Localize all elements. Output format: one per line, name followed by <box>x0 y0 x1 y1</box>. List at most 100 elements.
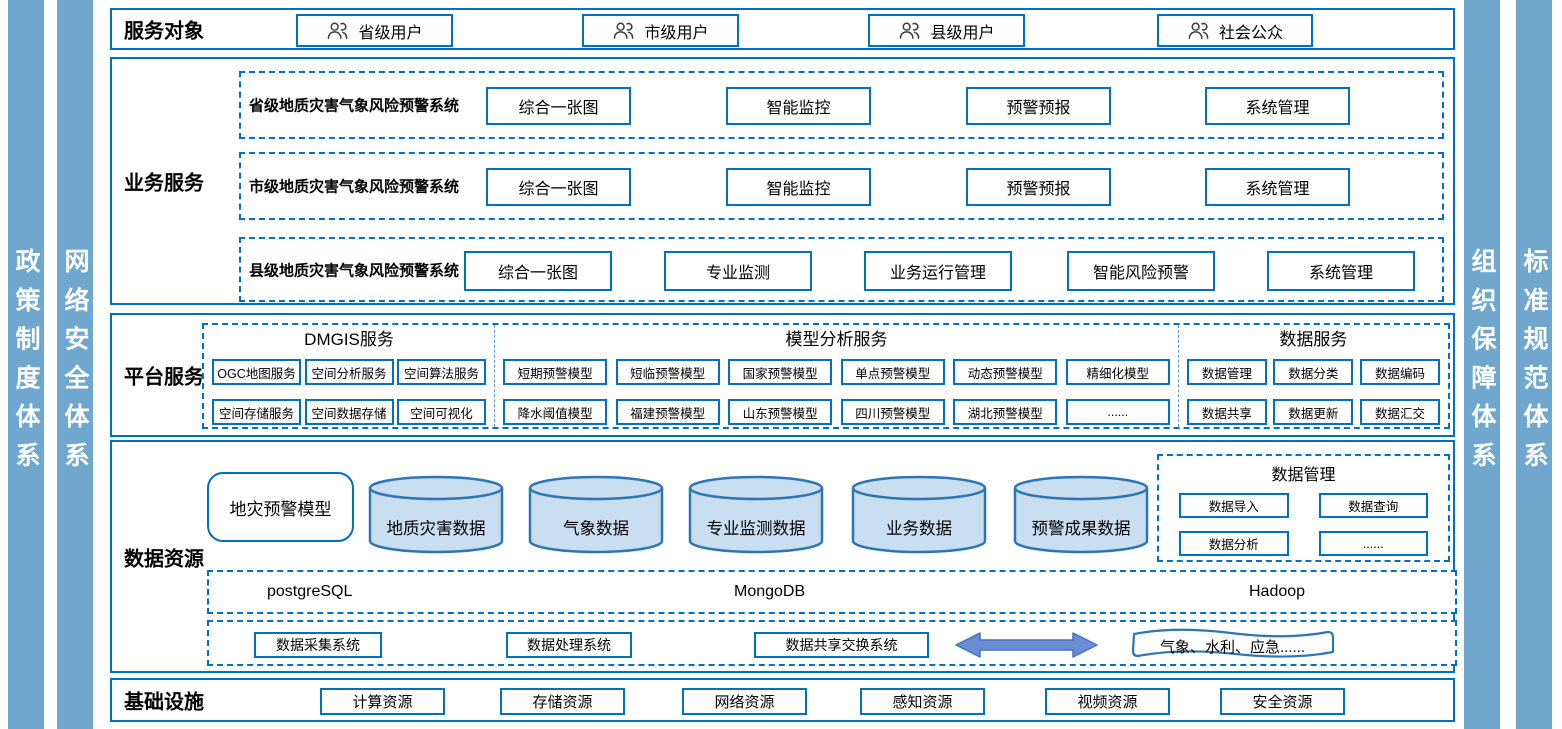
data-services-section: 数据服务 数据管理 数据分类 数据编码 数据共享 数据更新 数据汇交 <box>1179 325 1448 427</box>
cylinder-shape <box>368 475 504 554</box>
service-box: 短期预警模型 <box>503 359 608 385</box>
pillar-organization-guarantee-system: 组织保障体系 <box>1464 0 1500 729</box>
model-row-2: 降水阈值模型 福建预警模型 山东预警模型 四川预警模型 湖北预警模型 .....… <box>501 399 1172 425</box>
module-box: 智能监控 <box>726 87 871 125</box>
service-box: 空间可视化 <box>397 399 487 425</box>
service-box: 数据编码 <box>1359 359 1440 385</box>
cylinder-label: 地质灾害数据 <box>386 520 486 538</box>
dmgis-row-2: 空间存储服务 空间数据存储 空间可视化 <box>210 399 488 425</box>
exchange-system-box: 数据采集系统 <box>254 632 382 658</box>
platform-services-label: 平台服务 <box>124 366 204 389</box>
data-exchange-box: 数据采集系统 数据处理系统 数据共享交换系统 气象、水利、应急...... <box>207 620 1457 666</box>
user-box-label: 省级用户 <box>358 24 423 42</box>
service-box: 空间数据存储 <box>304 399 394 425</box>
data-management-item: ...... <box>1318 531 1428 556</box>
database-name: Hadoop <box>1249 583 1306 600</box>
module-box: 智能监控 <box>726 168 871 206</box>
provincial-system-box: 省级地质灾害气象风险预警系统 综合一张图 智能监控 预警预报 系统管理 <box>239 71 1444 139</box>
cylinder-label: 预警成果数据 <box>1031 520 1131 538</box>
database-cylinder: 业务数据 <box>850 475 988 555</box>
county-system-box: 县级地质灾害气象风险预警系统 综合一张图 专业监测 业务运行管理 智能风险预警 … <box>239 237 1444 302</box>
service-box: 数据管理 <box>1186 359 1267 385</box>
service-box: 四川预警模型 <box>840 399 945 425</box>
county-system-title: 县级地质灾害气象风险预警系统 <box>249 262 460 279</box>
cylinder-label: 气象数据 <box>563 520 629 538</box>
platform-services-panel: DMGIS服务 OGC地图服务 空间分析服务 空间算法服务 空间存储服务 空间数… <box>202 323 1450 429</box>
service-box: 山东预警模型 <box>728 399 833 425</box>
user-box-label: 市级用户 <box>644 24 709 42</box>
users-icon <box>614 22 634 39</box>
module-box: 系统管理 <box>1205 87 1350 125</box>
service-objects-label: 服务对象 <box>124 20 204 43</box>
service-box: 降水阈值模型 <box>503 399 608 425</box>
module-box: 综合一张图 <box>464 251 612 291</box>
business-services-row: 业务服务 省级地质灾害气象风险预警系统 综合一张图 智能监控 预警预报 系统管理… <box>110 57 1455 305</box>
module-box: 业务运行管理 <box>864 251 1012 291</box>
module-box: 智能风险预警 <box>1067 251 1215 291</box>
service-box: 空间算法服务 <box>397 359 487 385</box>
service-box: 数据更新 <box>1273 399 1354 425</box>
data-services-row-1: 数据管理 数据分类 数据编码 <box>1185 359 1442 385</box>
service-box: 单点预警模型 <box>840 359 945 385</box>
resource-box: 视频资源 <box>1045 688 1170 715</box>
service-box: 空间存储服务 <box>212 399 301 425</box>
database-cylinder: 地质灾害数据 <box>367 475 505 555</box>
service-box: 湖北预警模型 <box>953 399 1058 425</box>
database-cylinder: 专业监测数据 <box>687 475 825 555</box>
data-resources-row: 数据资源 地灾预警模型 地质灾害数据 气象数据 专业监测数据 <box>110 440 1457 673</box>
module-box: 综合一张图 <box>486 168 631 206</box>
model-analysis-section-title: 模型分析服务 <box>785 330 888 349</box>
users-icon <box>1188 22 1209 39</box>
service-box: 国家预警模型 <box>728 359 833 385</box>
model-row-1: 短期预警模型 短临预警模型 国家预警模型 单点预警模型 动态预警模型 精细化模型 <box>501 359 1172 385</box>
resource-box: 计算资源 <box>320 688 445 715</box>
pillar-policy-system: 政策制度体系 <box>8 0 44 729</box>
data-services-row-2: 数据共享 数据更新 数据汇交 <box>1185 399 1442 425</box>
database-cylinder: 预警成果数据 <box>1012 475 1150 555</box>
external-partners-label: 气象、水利、应急...... <box>1159 639 1305 656</box>
model-analysis-section: 模型分析服务 短期预警模型 短临预警模型 国家预警模型 单点预警模型 动态预警模… <box>495 325 1179 427</box>
database-layer-box: postgreSQL MongoDB Hadoop <box>207 570 1457 614</box>
data-services-section-title: 数据服务 <box>1279 330 1348 349</box>
resource-box: 安全资源 <box>1220 688 1345 715</box>
users-icon <box>900 22 920 39</box>
double-arrow-icon <box>954 630 1099 660</box>
user-box-city: 市级用户 <box>582 14 739 47</box>
exchange-system-box: 数据处理系统 <box>506 632 632 658</box>
cylinder-shape <box>1013 475 1149 554</box>
resource-box: 网络资源 <box>682 688 807 715</box>
service-box: 数据分类 <box>1273 359 1354 385</box>
data-management-item: 数据导入 <box>1179 493 1289 518</box>
data-management-item: 数据查询 <box>1318 493 1428 518</box>
service-box: 空间分析服务 <box>304 359 394 385</box>
service-box: 动态预警模型 <box>953 359 1058 385</box>
resource-box: 存储资源 <box>500 688 625 715</box>
provincial-system-title: 省级地质灾害气象风险预警系统 <box>249 97 460 115</box>
business-services-label: 业务服务 <box>124 172 204 195</box>
cylinder-shape <box>528 475 664 554</box>
resource-box: 感知资源 <box>860 688 985 715</box>
users-icon <box>328 22 348 39</box>
module-box: 综合一张图 <box>486 87 631 125</box>
data-management-grid: 数据导入 数据查询 数据分析 ...... <box>1159 485 1448 556</box>
city-system-box: 市级地质灾害气象风险预警系统 综合一张图 智能监控 预警预报 系统管理 <box>239 152 1444 220</box>
user-box-county: 县级用户 <box>868 14 1025 47</box>
user-box-public: 社会公众 <box>1157 14 1313 47</box>
dmgis-row-1: OGC地图服务 空间分析服务 空间算法服务 <box>210 359 488 385</box>
database-cylinder: 气象数据 <box>527 475 665 555</box>
user-box-label: 社会公众 <box>1218 24 1283 42</box>
pillar-network-security-system: 网络安全体系 <box>57 0 93 729</box>
infrastructure-row: 基础设施 计算资源 存储资源 网络资源 感知资源 视频资源 安全资源 <box>110 678 1455 722</box>
module-box: 专业监测 <box>664 251 812 291</box>
cylinder-shape <box>851 475 987 554</box>
data-resources-label: 数据资源 <box>124 548 204 570</box>
service-box: 精细化模型 <box>1065 359 1170 385</box>
user-box-label: 县级用户 <box>930 24 995 42</box>
service-objects-row: 服务对象 省级用户 市级用户 县级用户 <box>110 8 1455 50</box>
service-box: OGC地图服务 <box>212 359 301 385</box>
module-box: 预警预报 <box>966 168 1111 206</box>
dmgis-section-title: DMGIS服务 <box>304 330 394 349</box>
service-box: 数据汇交 <box>1359 399 1440 425</box>
service-box: 短临预警模型 <box>615 359 720 385</box>
dmgis-section: DMGIS服务 OGC地图服务 空间分析服务 空间算法服务 空间存储服务 空间数… <box>204 325 496 427</box>
